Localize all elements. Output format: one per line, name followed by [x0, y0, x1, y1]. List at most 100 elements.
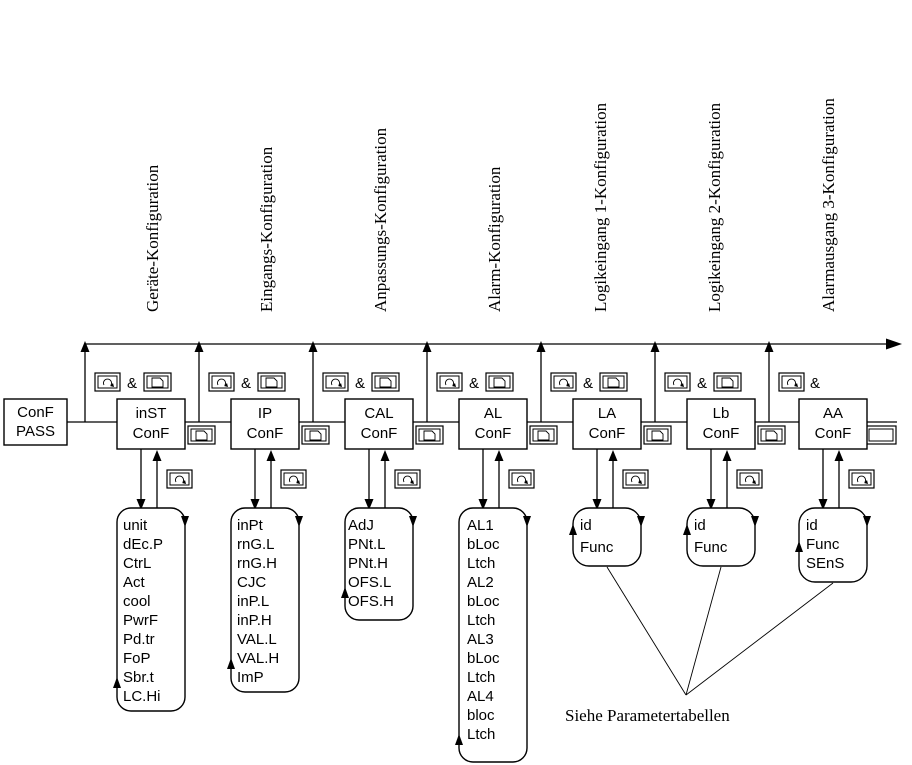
- param-item: Pd.tr: [123, 631, 155, 648]
- scroll-key-icon: [166, 469, 193, 489]
- key-combo: &: [778, 372, 820, 392]
- page-key-icon: [371, 372, 400, 392]
- param-item: inP.L: [237, 593, 269, 610]
- module-box-la: LA ConF: [572, 398, 642, 450]
- section-title-alarm: Alarm-Konfiguration: [485, 166, 504, 312]
- param-item: PwrF: [123, 612, 158, 629]
- param-item: ImP: [237, 669, 264, 686]
- param-item: Func: [806, 536, 840, 553]
- param-list-lb: id Func: [683, 507, 759, 567]
- module-title: CAL: [364, 405, 393, 422]
- param-item: CJC: [237, 574, 266, 591]
- scroll-key-icon: [622, 469, 649, 489]
- start-box-line1: ConF: [17, 404, 54, 421]
- param-item: AL3: [467, 631, 494, 648]
- page-key-icon: [257, 372, 286, 392]
- param-item: VAL.L: [237, 631, 277, 648]
- ampersand: &: [127, 375, 137, 392]
- param-list-ip: inPt rnG.L rnG.H CJC inP.L inP.H VAL.L V…: [227, 507, 303, 693]
- param-item: unit: [123, 517, 148, 534]
- scroll-key-icon: [778, 372, 805, 392]
- param-item: inP.H: [237, 612, 272, 629]
- module-subtitle: ConF: [361, 425, 398, 442]
- page-key-icon: [143, 372, 172, 392]
- scroll-key-icon: [436, 372, 463, 392]
- param-item: AL4: [467, 688, 494, 705]
- ampersand: &: [810, 375, 820, 392]
- key-combo: &: [550, 372, 628, 392]
- key-combo: &: [94, 372, 172, 392]
- param-item: Ltch: [467, 555, 495, 572]
- module-subtitle: ConF: [589, 425, 626, 442]
- param-item: OFS.L: [348, 574, 391, 591]
- module-box-ip: IP ConF: [230, 398, 300, 450]
- param-list-aa: id Func SEnS: [795, 507, 871, 583]
- module-subtitle: ConF: [475, 425, 512, 442]
- ampersand: &: [697, 375, 707, 392]
- page-key-icon: [529, 425, 558, 445]
- param-item: VAL.H: [237, 650, 279, 667]
- section-title-alarmausgang-3: Alarmausgang 3-Konfiguration: [819, 98, 838, 312]
- top-bus: [85, 338, 902, 350]
- ampersand: &: [469, 375, 479, 392]
- page-key-icon: [187, 425, 216, 445]
- page-key-icon: [757, 425, 786, 445]
- module-subtitle: ConF: [247, 425, 284, 442]
- key-combo: &: [322, 372, 400, 392]
- param-item: FoP: [123, 650, 151, 667]
- param-item: LC.Hi: [123, 688, 161, 705]
- param-item: SEnS: [806, 555, 844, 572]
- scroll-key-icon: [322, 372, 349, 392]
- param-item: PNt.L: [348, 536, 386, 553]
- module-subtitle: ConF: [703, 425, 740, 442]
- scroll-key-icon: [664, 372, 691, 392]
- param-item: Func: [580, 539, 614, 556]
- param-item: cool: [123, 593, 151, 610]
- parameter-lists: unit dEc.P CtrL Act cool PwrF Pd.tr FoP …: [113, 507, 871, 763]
- footnote-label: Siehe Parametertabellen: [565, 706, 730, 725]
- param-list-al: AL1 bLoc Ltch AL2 bLoc Ltch AL3 bLoc Ltc…: [455, 507, 531, 763]
- scroll-key-icon: [280, 469, 307, 489]
- param-item: id: [580, 517, 592, 534]
- param-item: dEc.P: [123, 536, 163, 553]
- module-title: Lb: [713, 405, 730, 422]
- section-title-anpassung: Anpassungs-Konfiguration: [371, 127, 390, 312]
- module-box-aa: AA ConF: [798, 398, 868, 450]
- param-item: OFS.H: [348, 593, 394, 610]
- param-item: bLoc: [467, 593, 500, 610]
- module-title: AA: [823, 405, 843, 422]
- scroll-key-icon: [848, 469, 875, 489]
- key-combo: &: [208, 372, 286, 392]
- scroll-key-icon: [508, 469, 535, 489]
- param-item: AL2: [467, 574, 494, 591]
- key-combo: &: [664, 372, 742, 392]
- page-key-icon: [713, 372, 742, 392]
- param-item: bLoc: [467, 536, 500, 553]
- section-title-eingang: Eingangs-Konfiguration: [257, 146, 276, 312]
- param-item: AL1: [467, 517, 494, 534]
- scroll-key-icon: [394, 469, 421, 489]
- param-item: AdJ: [348, 517, 374, 534]
- section-title-geraete: Geräte-Konfiguration: [143, 164, 162, 312]
- module-title: IP: [258, 405, 272, 422]
- param-item: Func: [694, 539, 728, 556]
- module-title: LA: [598, 405, 616, 422]
- bus-arrow-head: [886, 338, 902, 350]
- start-box-line2: PASS: [16, 423, 55, 440]
- blank-key-icon: [865, 425, 897, 445]
- section-titles: Geräte-Konfiguration Eingangs-Konfigurat…: [143, 98, 838, 312]
- param-item: Act: [123, 574, 146, 591]
- page-key-icon: [485, 372, 514, 392]
- start-box: ConF PASS: [3, 398, 68, 446]
- module-box-inst: inST ConF: [116, 398, 186, 450]
- page-key-icon: [599, 372, 628, 392]
- between-page-keys: [187, 425, 897, 445]
- key-combos: & & & & & &: [94, 372, 820, 392]
- param-list-inst: unit dEc.P CtrL Act cool PwrF Pd.tr FoP …: [113, 507, 189, 712]
- module-title: AL: [484, 405, 502, 422]
- page-key-icon: [643, 425, 672, 445]
- param-list-la: id Func: [569, 507, 645, 567]
- module-subtitle: ConF: [815, 425, 852, 442]
- param-item: Ltch: [467, 612, 495, 629]
